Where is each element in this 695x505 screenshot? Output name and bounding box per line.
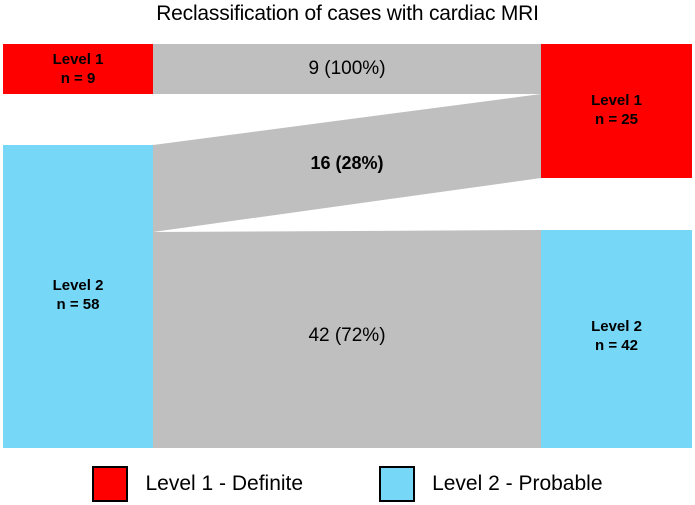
- flow-ribbon-level1-to-level1[interactable]: [153, 44, 541, 94]
- legend-label-level-1: Level 1 - Definite: [145, 471, 304, 495]
- legend-label-level-2: Level 2 - Probable: [432, 471, 603, 495]
- flow-ribbons: [153, 44, 541, 448]
- sankey-plot-area: Level 1 n = 9 Level 2 n = 58 Level 1 n =…: [3, 44, 692, 448]
- flow-ribbon-level2-to-level1[interactable]: [153, 94, 541, 232]
- node-left-level-1[interactable]: [3, 44, 153, 94]
- legend-swatch-level-1-icon: [92, 465, 129, 502]
- legend-item-level-2[interactable]: Level 2 - Probable: [379, 465, 603, 502]
- legend-item-level-1[interactable]: Level 1 - Definite: [92, 465, 304, 502]
- legend-swatch-level-2-icon: [379, 465, 416, 502]
- sankey-svg: [3, 44, 692, 448]
- flow-ribbon-level2-to-level2[interactable]: [153, 230, 541, 448]
- node-right-level-1[interactable]: [541, 44, 692, 178]
- sankey-nodes: [3, 44, 692, 448]
- node-left-level-2[interactable]: [3, 145, 153, 448]
- legend: Level 1 - Definite Level 2 - Probable: [0, 462, 695, 505]
- node-right-level-2[interactable]: [541, 230, 692, 448]
- page-title: Reclassification of cases with cardiac M…: [156, 2, 539, 25]
